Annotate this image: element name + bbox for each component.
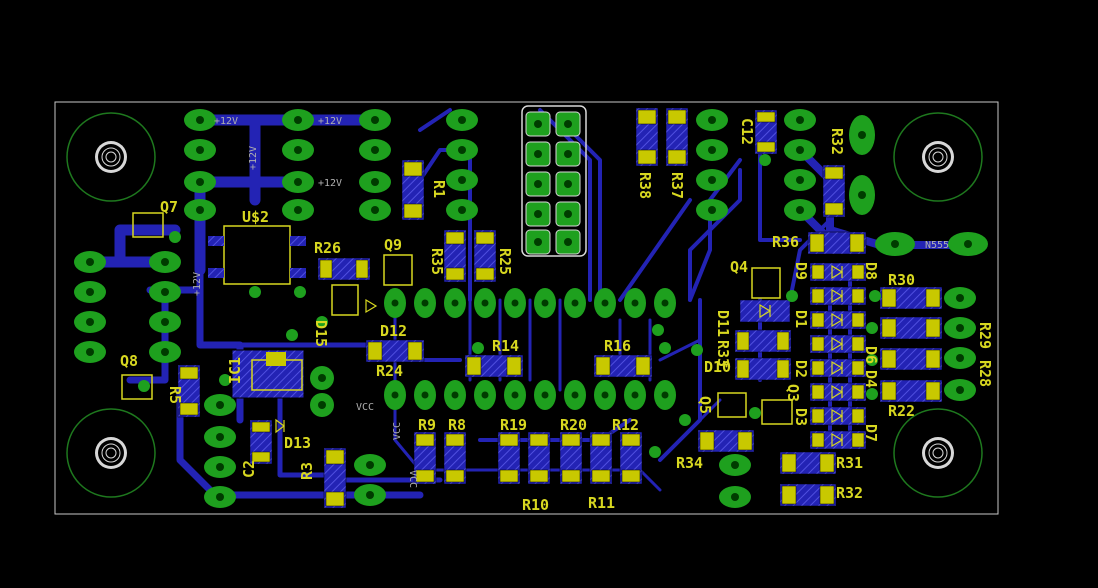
ref-r3: R3 [298, 462, 316, 480]
mount-hole-bottom-right [893, 408, 983, 498]
ref-q4: Q4 [730, 258, 748, 276]
net-label-n555: N555 [925, 240, 949, 251]
ref-r9: R9 [418, 416, 436, 434]
ref-r33: R33 [714, 340, 732, 367]
ref-r12: R12 [612, 416, 639, 434]
ref-r14: R14 [492, 337, 519, 355]
ref-c2: C2 [240, 460, 258, 478]
net-label-vcc-a: VCC [356, 402, 374, 413]
net-label-12v-c: +12V [318, 178, 342, 189]
ref-d6: D6 [862, 346, 880, 364]
ref-r2x: R32 [828, 128, 846, 155]
ref-d2: D2 [792, 360, 810, 378]
ref-r24: R24 [376, 362, 403, 380]
net-label-12v-d: +12V [248, 146, 259, 170]
ref-r20: R20 [560, 416, 587, 434]
ref-d8: D8 [862, 262, 880, 280]
mount-hole-top-right [893, 112, 983, 202]
ref-r19: R19 [500, 416, 527, 434]
ref-r35: R35 [428, 248, 446, 275]
smd-components [177, 107, 943, 509]
ref-r36: R36 [772, 233, 799, 251]
net-label-12v-b: +12V [318, 116, 342, 127]
ref-r22: R22 [888, 402, 915, 420]
net-label-12v-e: +12V [192, 272, 203, 296]
ref-r37: R37 [668, 172, 686, 199]
ref-d10: D10 [704, 358, 731, 376]
net-label-vcc-c: VCC [407, 470, 418, 488]
ref-r26: R26 [314, 239, 341, 257]
ref-r38: R38 [636, 172, 654, 199]
ref-c12: C12 [738, 118, 756, 145]
ref-r29: R29 [976, 322, 994, 349]
ref-r30: R30 [888, 271, 915, 289]
ref-q8: Q8 [120, 352, 138, 370]
tht-pads [74, 109, 988, 508]
ref-d7: D7 [862, 424, 880, 442]
silkscreen-labels: +12V +12V +12V +12V +12V VCC VCC VCC N55… [120, 116, 994, 514]
ref-q7: Q7 [160, 198, 178, 216]
ref-r1: R1 [430, 180, 448, 198]
ref-r32: R32 [836, 484, 863, 502]
vias [138, 154, 881, 458]
ref-r31: R31 [836, 454, 863, 472]
ref-q3: Q3 [784, 384, 802, 402]
mounting-holes [66, 112, 983, 498]
ref-d15: D15 [312, 320, 330, 347]
mount-hole-bottom-left [66, 408, 156, 498]
ref-r10: R10 [522, 496, 549, 514]
ref-d1: D1 [792, 310, 810, 328]
ref-r11: R11 [588, 494, 615, 512]
ref-d9: D9 [792, 262, 810, 280]
ref-r5: R5 [166, 386, 184, 404]
ref-d12: D12 [380, 322, 407, 340]
ref-q9: Q9 [384, 236, 402, 254]
board-outline [54, 101, 999, 515]
pin-header [521, 105, 587, 257]
ref-u82: U$2 [242, 208, 269, 226]
ref-q5: Q5 [696, 396, 714, 414]
mount-hole-top-left [66, 112, 156, 202]
net-label-vcc-b: VCC [392, 422, 403, 440]
ref-r25: R25 [496, 248, 514, 275]
ref-r16: R16 [604, 337, 631, 355]
ref-ic1: IC1 [226, 357, 244, 384]
ref-r8: R8 [448, 416, 466, 434]
ref-r34: R34 [676, 454, 703, 472]
ref-d13: D13 [284, 434, 311, 452]
ic-and-transistors [121, 212, 793, 425]
net-label-12v-a: +12V [214, 116, 238, 127]
ref-d4: D4 [862, 370, 880, 388]
ref-r28: R28 [976, 360, 994, 387]
ref-d11: D11 [714, 310, 732, 337]
ref-d3: D3 [792, 408, 810, 426]
